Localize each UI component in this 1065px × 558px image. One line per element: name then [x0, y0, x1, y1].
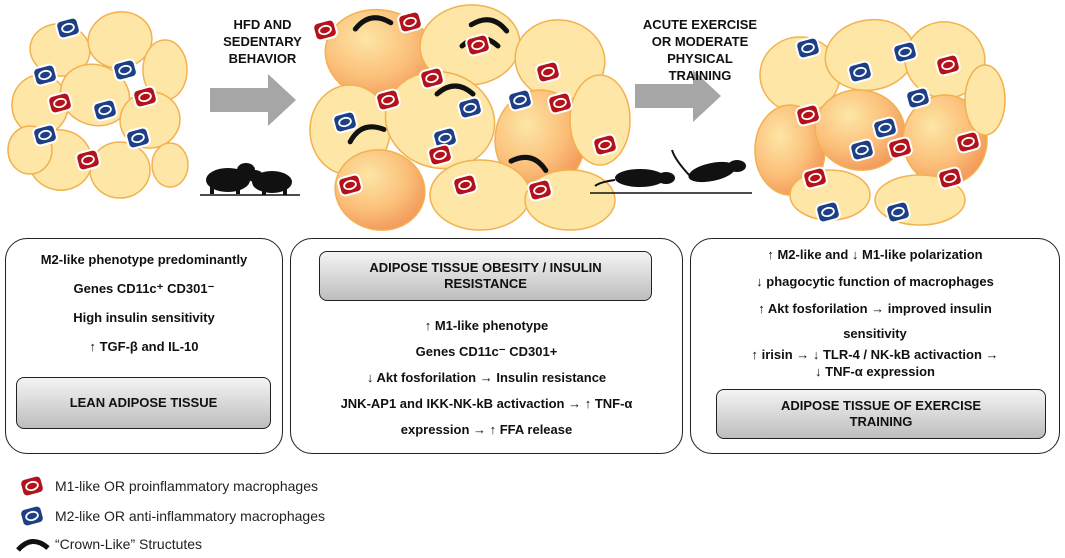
- lean-title: LEAN ADIPOSE TISSUE: [16, 377, 271, 429]
- m2-macrophage-icon: [92, 98, 118, 122]
- lean-line: Genes CD11c⁺ CD301⁻: [73, 281, 215, 296]
- m2-macrophage-icon: [815, 200, 841, 224]
- m2-macrophage-icon: [849, 138, 875, 162]
- running-rats-icon: [590, 149, 752, 194]
- m2-macrophage-icon: [872, 116, 898, 140]
- m2-macrophage-icon: [332, 110, 358, 134]
- m2-macrophage-icon: [112, 58, 138, 82]
- m1-macrophage-icon: [465, 33, 491, 57]
- m1-macrophage-icon: [132, 85, 158, 109]
- m1-macrophage-icon: [527, 178, 553, 202]
- adipocyte: [89, 141, 151, 199]
- legend-m1: M1-like OR proinflammatory macrophages: [55, 478, 318, 494]
- m2-macrophage-icon: [32, 123, 58, 147]
- crown-like-structure-icon: [16, 539, 50, 552]
- m1-macrophage-icon: [802, 166, 828, 190]
- m1-macrophage-icon: [427, 143, 453, 167]
- obese-line: expression → ↑ FFA release: [400, 422, 573, 437]
- m1-macrophage-icon: [419, 66, 445, 90]
- m1-macrophage-icon: [592, 133, 618, 157]
- crown-like-structure: [347, 124, 387, 145]
- exercise-label: ACUTE EXERCISE OR MODERATE PHYSICAL TRAI…: [642, 17, 758, 83]
- m2-macrophage-icon: [125, 126, 151, 150]
- arrow-hfd: [210, 74, 296, 126]
- m1-macrophage-icon: [337, 173, 363, 197]
- hfd-label: HFD AND SEDENTARY BEHAVIOR: [223, 17, 302, 66]
- m2-macrophage-icon: [847, 60, 873, 84]
- trained-line: sensitivity: [843, 326, 907, 341]
- m1-macrophage-icon: [795, 103, 821, 127]
- adipocyte: [429, 159, 531, 231]
- m1-macrophage-icon: [47, 91, 73, 115]
- m2-macrophage-icon: [905, 86, 931, 110]
- obese-line: ↑ M1-like phenotype: [424, 318, 549, 333]
- m1-macrophage-icon: [547, 91, 573, 115]
- crown-like-structure: [434, 83, 476, 97]
- m1-macrophage-icon: [75, 148, 101, 172]
- crown-like-structure: [468, 17, 510, 34]
- obese-line: JNK-AP1 and IKK-NK-kB activaction → ↑ TN…: [340, 396, 633, 411]
- m1-macrophage-icon: [535, 60, 561, 84]
- adipocyte: [334, 149, 426, 231]
- trained-line: ↑ M2-like and ↓ M1-like polarization: [767, 247, 983, 262]
- adipocyte: [964, 64, 1006, 136]
- arrow-exercise: [635, 70, 721, 122]
- m2-macrophage-icon: [795, 36, 821, 60]
- sedentary-rats-icon: [200, 163, 300, 196]
- m1-macrophage-icon: [312, 18, 338, 42]
- m2-macrophage-icon: [507, 88, 533, 112]
- trained-line: ↑ Akt fosforilation → improved insulin: [758, 301, 992, 316]
- trained-line: ↓ TNF-α expression: [815, 364, 935, 379]
- m2-macrophage-icon: [19, 504, 45, 528]
- lean-line: ↑ TGF-β and IL-10: [89, 339, 199, 354]
- legend-m2: M2-like OR anti-inflammatory macrophages: [55, 508, 325, 524]
- m2-macrophage-icon: [55, 16, 81, 40]
- m1-macrophage-icon: [397, 10, 423, 34]
- trained-panel: ↑ M2-like and ↓ M1-like polarization ↓ p…: [690, 238, 1060, 454]
- m1-macrophage-icon: [937, 166, 963, 190]
- m1-macrophage-icon: [887, 136, 913, 160]
- m1-macrophage-icon: [375, 88, 401, 112]
- adipocyte: [151, 142, 189, 188]
- crown-like-structure: [352, 15, 394, 32]
- m2-macrophage-icon: [885, 200, 911, 224]
- trained-line: ↓ phagocytic function of macrophages: [756, 274, 994, 289]
- m2-macrophage-icon: [457, 96, 483, 120]
- m1-macrophage-icon: [955, 130, 981, 154]
- legend-icons: [16, 474, 50, 552]
- obese-line: Genes CD11c⁻ CD301+: [415, 344, 558, 359]
- m1-macrophage-icon: [452, 173, 478, 197]
- m1-macrophage-icon: [935, 53, 961, 77]
- obese-title: ADIPOSE TISSUE OBESITY / INSULIN RESISTA…: [319, 251, 652, 301]
- lean-line: High insulin sensitivity: [73, 310, 215, 325]
- obese-line: ↓ Akt fosforilation → Insulin resistance: [366, 370, 607, 385]
- tissue-illustration: [7, 4, 1006, 231]
- crown-like-structure: [508, 154, 549, 173]
- obese-panel: ADIPOSE TISSUE OBESITY / INSULIN RESISTA…: [290, 238, 683, 454]
- m2-macrophage-icon: [32, 63, 58, 87]
- m2-macrophage-icon: [892, 40, 918, 64]
- lean-panel: M2-like phenotype predominantly Genes CD…: [5, 238, 283, 454]
- trained-title: ADIPOSE TISSUE OF EXERCISE TRAINING: [716, 389, 1046, 439]
- m1-macrophage-icon: [19, 474, 45, 498]
- lean-line: M2-like phenotype predominantly: [40, 252, 248, 267]
- trained-line: ↑ irisin → ↓ TLR-4 / NK-kB activaction →: [751, 347, 999, 362]
- legend-crown: “Crown-Like” Structutes: [55, 536, 203, 552]
